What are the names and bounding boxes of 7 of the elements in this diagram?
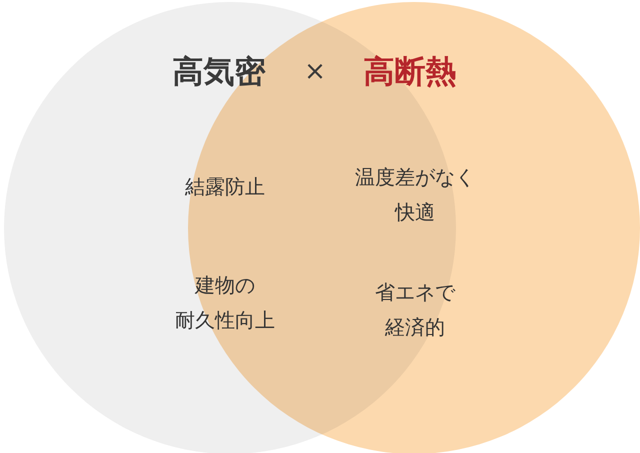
times-sign: ×	[304, 55, 326, 88]
benefit-text: 省エネで経済的	[375, 279, 455, 341]
title-text: 高気密	[172, 52, 266, 92]
benefit-text: 建物の耐久性向上	[175, 272, 275, 334]
title-text: 高断熱	[364, 52, 456, 92]
benefit-text: 結露防止	[185, 174, 265, 200]
benefit-text: 温度差がなく快適	[355, 164, 475, 226]
